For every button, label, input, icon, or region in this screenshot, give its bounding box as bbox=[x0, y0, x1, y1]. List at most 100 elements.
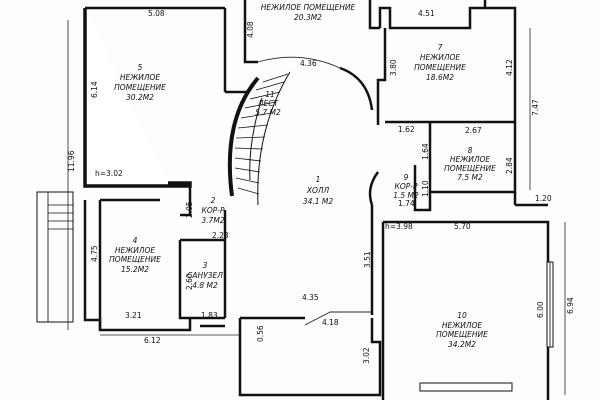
room-7-name-2: ПОМЕЩЕНИЕ bbox=[414, 63, 466, 72]
room-10-name-2: ПОМЕЩЕНИЕ bbox=[436, 330, 488, 339]
dim-6.12: 6.12 bbox=[144, 336, 161, 345]
room-10-num: 10 bbox=[457, 311, 467, 320]
wall-hall-arc-upper bbox=[339, 66, 374, 111]
stair-tread bbox=[249, 91, 281, 100]
room-8-area: 7.5 М2 bbox=[457, 173, 483, 182]
room-4-num: 4 bbox=[133, 236, 138, 245]
stair-arrow-hall bbox=[304, 311, 331, 326]
room-10-area: 34.2М2 bbox=[448, 340, 476, 349]
stair-tread bbox=[262, 73, 289, 83]
room-5-name-1: НЕЖИЛОЕ bbox=[120, 73, 161, 82]
dimension-lines bbox=[67, 20, 566, 395]
stair-tread bbox=[234, 147, 264, 150]
dim-2.84: 2.84 bbox=[505, 157, 514, 174]
room-11-area: 5.7 М2 bbox=[255, 108, 281, 117]
room-9-name-1: КОР-Р bbox=[395, 182, 418, 191]
room-labels: 5 НЕЖИЛОЕ ПОМЕЩЕНИЕ 30.2М2 НЕЖИЛОЕ ПОМЕЩ… bbox=[109, 3, 496, 349]
dim-4.18: 4.18 bbox=[322, 318, 339, 327]
dim-3.51: 3.51 bbox=[363, 251, 372, 268]
dim-1.10: 1.10 bbox=[421, 180, 430, 197]
room-3-area: 4.8 М2 bbox=[192, 281, 218, 290]
stair-tread bbox=[234, 157, 262, 162]
room-11-num: 11 bbox=[265, 90, 275, 99]
dim-3.21: 3.21 bbox=[125, 311, 142, 320]
wall-room-8 bbox=[428, 122, 517, 194]
dim-7.47: 7.47 bbox=[531, 99, 540, 116]
dim-4.36: 4.36 bbox=[300, 59, 317, 68]
dim-11.96: 11.96 bbox=[67, 150, 76, 172]
dim-4.75: 4.75 bbox=[90, 245, 99, 262]
door-room-10-bottom bbox=[419, 382, 513, 392]
dim-6.94: 6.94 bbox=[566, 297, 575, 314]
dim-6.14: 6.14 bbox=[90, 81, 99, 98]
stair-tread bbox=[237, 187, 260, 195]
stair-tread bbox=[235, 177, 260, 184]
room-9-area: 1.5 М2 bbox=[393, 191, 419, 200]
dim-1.64: 1.64 bbox=[421, 143, 430, 160]
dim-4.35: 4.35 bbox=[302, 293, 319, 302]
room-10-name-1: НЕЖИЛОЕ bbox=[442, 321, 483, 330]
wall-room-9 bbox=[413, 165, 432, 212]
dim-2.60: 2.60 bbox=[185, 273, 194, 290]
room-4-area: 15.2М2 bbox=[121, 265, 149, 274]
room-1-name-1: ХОЛЛ bbox=[306, 186, 330, 195]
room-8-name-2: ПОМЕЩЕНИЕ bbox=[444, 164, 496, 173]
stair-tread bbox=[237, 124, 269, 129]
dim-2.67: 2.67 bbox=[465, 126, 482, 135]
stair-tread bbox=[235, 136, 266, 139]
room-7-area: 18.6М2 bbox=[426, 73, 454, 82]
wall-hall-arc-lower bbox=[368, 171, 380, 206]
room-8-num: 8 bbox=[468, 146, 473, 155]
room-7-num: 7 bbox=[438, 43, 443, 52]
dim-2.05: 2.05 bbox=[185, 201, 194, 218]
room-3-name-1: САНУЗЕЛ bbox=[187, 271, 223, 280]
dim-6.00: 6.00 bbox=[536, 301, 545, 318]
wall-room-7-left bbox=[376, 28, 387, 115]
dim-5.08: 5.08 bbox=[148, 9, 165, 18]
room-8-name-1: НЕЖИЛОЕ bbox=[450, 155, 491, 164]
walls bbox=[36, 0, 554, 400]
room-5-num: 5 bbox=[138, 63, 143, 72]
wall-stair-top-arc bbox=[257, 56, 341, 69]
room-4-name-2: ПОМЕЩЕНИЕ bbox=[109, 255, 161, 264]
wall-room-7-right bbox=[485, 6, 517, 122]
wall-hall-bottom bbox=[238, 318, 382, 397]
dim-5.70: 5.70 bbox=[454, 222, 471, 231]
room-4-name-1: НЕЖИЛОЕ bbox=[115, 246, 156, 255]
room-2-name-1: КОР-Р bbox=[202, 206, 225, 215]
porch-steps bbox=[48, 204, 73, 230]
staircase bbox=[227, 71, 291, 206]
dim-1.74: 1.74 bbox=[398, 199, 415, 208]
room-6-area: 20.3М2 bbox=[294, 13, 322, 22]
dimension-labels: 5.08 4.08 4.51 6.14 4.36 3.80 4.12 7.47 … bbox=[67, 9, 575, 364]
dim-4.08: 4.08 bbox=[246, 21, 255, 38]
wall-room-7-top bbox=[378, 0, 487, 30]
dim-3.80: 3.80 bbox=[389, 59, 398, 76]
wall-bath-3 bbox=[178, 240, 225, 320]
stair-outer-wall bbox=[227, 76, 260, 197]
dim-1.83: 1.83 bbox=[201, 311, 218, 320]
wall-corridor-2 bbox=[180, 183, 192, 217]
room-5-name-2: ПОМЕЩЕНИЕ bbox=[114, 83, 166, 92]
dim-0.56: 0.56 bbox=[256, 325, 265, 342]
room-5-area: 30.2М2 bbox=[126, 93, 154, 102]
dim-3.02: 3.02 bbox=[362, 347, 371, 364]
stair-tread bbox=[240, 112, 273, 119]
room-1-area: 34.1 М2 bbox=[303, 197, 334, 206]
dim-2.23: 2.23 bbox=[212, 231, 229, 240]
dim-1.20: 1.20 bbox=[535, 194, 552, 203]
room-2-num: 2 bbox=[211, 196, 216, 205]
dim-1.62: 1.62 bbox=[398, 125, 415, 134]
wall-room-6-right bbox=[368, 0, 380, 30]
room-6-name-2: НЕЖИЛОЕ ПОМЕЩЕНИЕ bbox=[261, 3, 356, 12]
wall-room-6 bbox=[243, 0, 258, 64]
dim-4.12: 4.12 bbox=[505, 59, 514, 76]
room-1-num: 1 bbox=[316, 175, 321, 184]
room-11-name-1: ЛЕСТ bbox=[257, 99, 280, 108]
stair-tread bbox=[255, 81, 285, 91]
porch-outline bbox=[36, 191, 74, 323]
dim-h-3.98: h=3.98 bbox=[385, 222, 413, 231]
stair-handrail bbox=[249, 97, 263, 181]
